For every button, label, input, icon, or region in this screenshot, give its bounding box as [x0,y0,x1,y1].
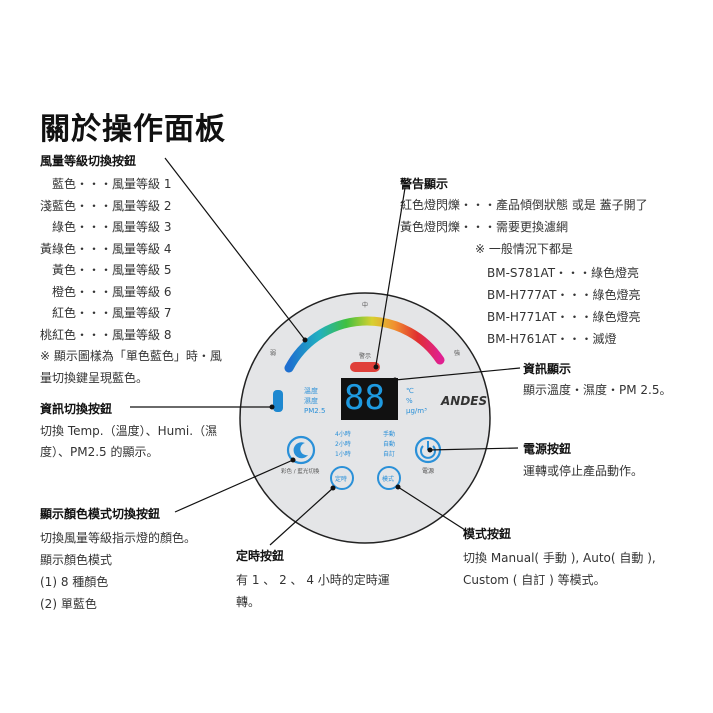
warning-heading: 警告顯示 [400,177,449,191]
timer-button-label[interactable]: 定時 [335,476,348,483]
weak-label: 弱 [270,350,277,357]
mode-heading: 模式按鈕 [463,527,512,541]
info-switch-desc-2: 度）、PM2.5 的顯示。 [40,445,159,459]
timer-heading: 定時按鈕 [236,549,285,563]
mode-desc: 切換 Manual( 手動 ), Auto( 自動 ),Custom ( 自訂 … [463,551,656,587]
fan-level-arc [284,316,445,373]
fan-heading: 風量等級切換按鈕 [40,154,137,168]
info-switch-desc: 切換 Temp.（溫度）、Humi.（濕 [40,424,218,438]
color-mode-desc: 切換風量等級指示燈的顏色。顯示顏色模式(1) 8 種顏色(2) 單藍色 [40,531,197,611]
mode-options: 手動自動自訂 [383,431,396,458]
page-title: 關於操作面板 [40,112,226,147]
mode-button [377,466,401,490]
unit-labels: ℃%μg/m³ [406,387,427,415]
led-display [341,378,398,420]
warning-led [350,362,380,372]
info-switch-heading: 資訊切換按鈕 [40,402,113,416]
display-digits: 88 [344,378,385,418]
moon-icon [293,442,308,459]
power-label: 電源 [422,468,435,475]
timer-desc: 有 1 、 2 、 4 小時的定時運轉。 [236,573,390,609]
info-display-desc: 顯示溫度・濕度・PM 2.5。 [523,383,672,397]
info-display-heading: 資訊顯示 [523,362,572,376]
warning-note: ※ 一般情況下都是 [475,242,573,256]
brand-logo: ANDES [441,394,488,408]
strong-label: 強 [454,350,461,357]
mode-button-label[interactable]: 模式 [382,476,395,483]
warning-red-text: 紅色燈閃爍・・・產品傾倒狀態 或是 蓋子開了 [400,198,648,212]
mid-label: 中 [362,302,369,309]
warning-yellow-text: 黃色燈閃爍・・・需要更換濾網 [400,220,569,234]
info-switch-button [273,390,283,412]
timer-button [330,466,354,490]
color-mode-heading: 顯示顏色模式切換按鈕 [40,507,161,521]
power-desc: 運轉或停止產品動作。 [523,464,644,478]
color-switch-label: 彩色 / 藍光切換 [281,469,320,475]
color-switch-button [286,435,316,465]
callout-lines [130,157,521,546]
power-heading: 電源按鈕 [523,442,572,456]
warn-label: 警示 [359,353,372,360]
